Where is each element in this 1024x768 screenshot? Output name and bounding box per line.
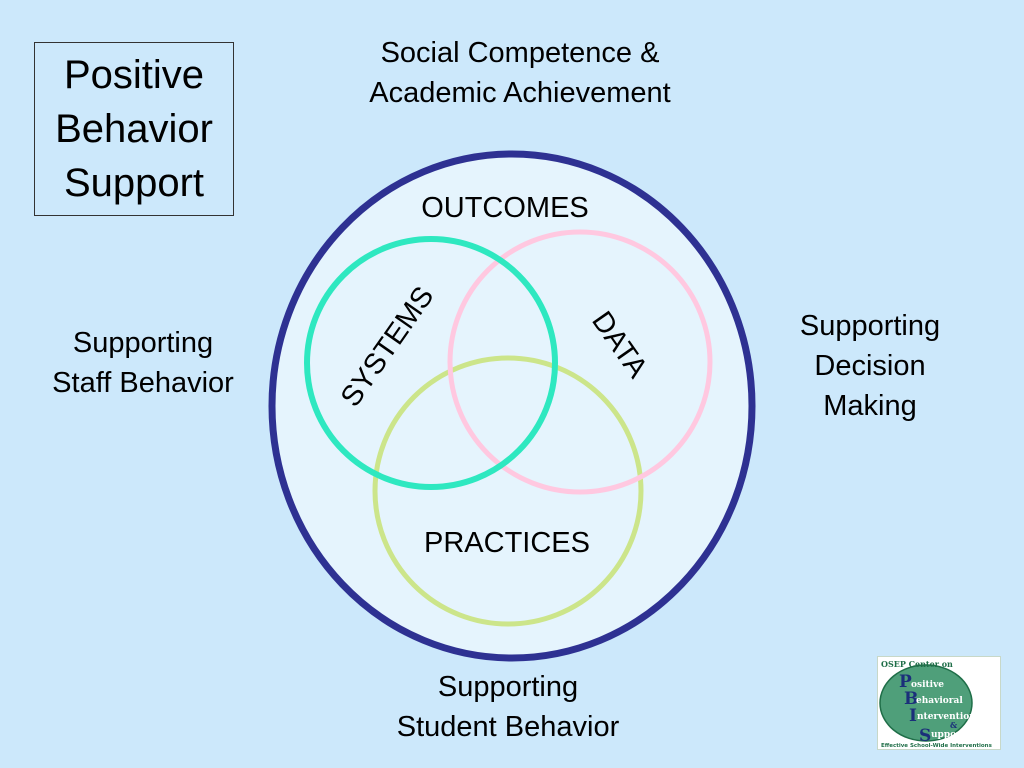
logo-word-support: upport [931,730,966,740]
right-label: Supporting Decision Making [770,306,970,426]
outer-circle [268,150,756,662]
top-label: Social Competence & Academic Achievement [330,33,710,113]
left-label-line-1: Supporting [72,327,214,359]
logo-letter-s: S [919,726,931,746]
practices-label: PRACTICES [424,527,590,559]
bottom-label-line-2: Student Behavior [396,711,620,743]
outcomes-label: OUTCOMES [421,192,589,224]
pbis-logo-graphic: OSEP Center on P ositive B ehavioral I n… [879,659,993,749]
top-label-line-2: Academic Achievement [369,77,671,109]
top-label-line-1: Social Competence & [380,37,660,69]
right-label-line-1: Supporting [799,310,941,342]
logo-footer: Effective School-Wide Interventions [881,743,993,749]
bottom-label-line-1: Supporting [437,671,579,703]
right-label-line-3: Making [823,390,917,422]
logo-word-positive: ositive [911,680,944,690]
bottom-label: Supporting Student Behavior [358,667,658,747]
logo-header: OSEP Center on [881,659,953,669]
left-label-line-2: Staff Behavior [52,367,234,399]
practices-circle [372,355,644,627]
title-box: Positive Behavior Support [34,42,234,216]
logo-letter-i: I [909,706,917,726]
title-line-1: Positive [63,53,205,97]
logo-word-behavioral: ehavioral [916,696,963,706]
logo-ampersand: & [950,720,958,730]
right-label-line-2: Decision [814,350,926,382]
systems-circle [304,236,558,490]
left-label: Supporting Staff Behavior [28,323,258,403]
logo-globe-icon [879,664,973,742]
logo-letter-b: B [904,689,918,709]
pbis-logo: OSEP Center on P ositive B ehavioral I n… [877,656,1001,750]
data-circle [447,229,713,495]
logo-word-intervention: ntervention [917,712,976,722]
title-line-3: Support [63,161,205,205]
logo-letter-p: P [899,672,912,692]
title-line-2: Behavior [55,107,213,151]
